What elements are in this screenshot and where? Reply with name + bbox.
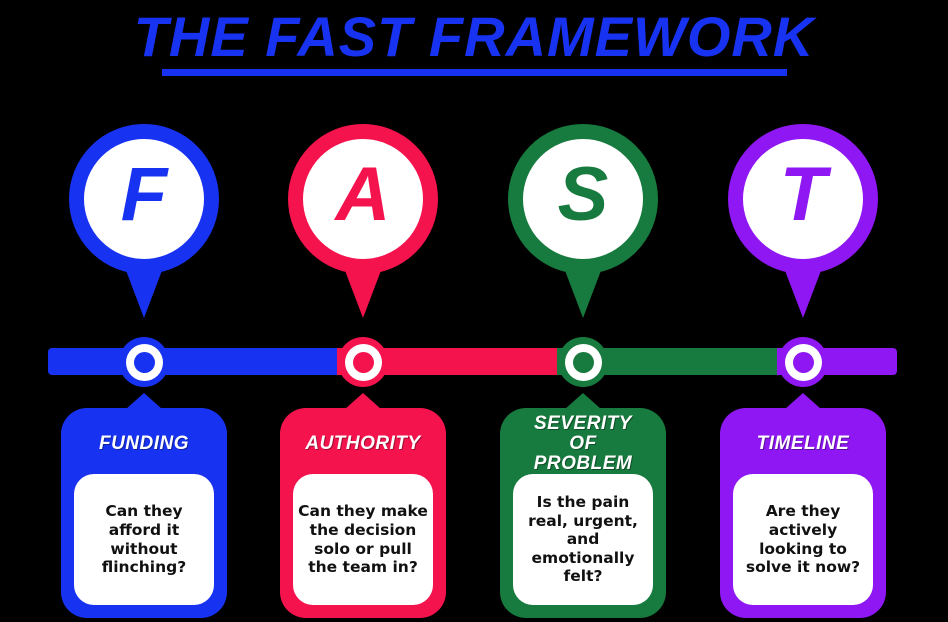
card-body-authority: Can they make the decision solo or pull … — [293, 474, 433, 605]
timeline-node-timeline — [778, 337, 828, 387]
column-severity: S SEVERITY OF PROBLEM Is the pain real, … — [500, 0, 666, 622]
timeline-node-funding — [119, 337, 169, 387]
bubble-tail-icon — [561, 260, 605, 318]
node-ring — [344, 343, 382, 381]
letter-bubble-severity: S — [508, 124, 658, 274]
card-body-severity: Is the pain real, urgent, and emotionall… — [513, 474, 653, 605]
title-underline — [161, 68, 787, 76]
card-body-timeline: Are they actively looking to solve it no… — [733, 474, 873, 605]
node-ring — [784, 343, 822, 381]
card-question-authority: Can they make the decision solo or pull … — [298, 502, 428, 577]
card-label-authority: AUTHORITY — [305, 433, 421, 455]
card-severity: SEVERITY OF PROBLEM Is the pain real, ur… — [500, 408, 666, 618]
card-question-funding: Can they afford it without flinching? — [101, 502, 187, 577]
letter-bubble-authority: A — [288, 124, 438, 274]
bubble-letter-t: T — [779, 152, 827, 237]
bubble-tail-icon — [781, 260, 825, 318]
card-pointer-icon — [785, 393, 821, 409]
bubble-letter-f: F — [120, 152, 168, 237]
card-authority: AUTHORITY Can they make the decision sol… — [280, 408, 446, 618]
column-funding: F FUNDING Can they afford it without fli… — [61, 0, 227, 622]
card-label-timeline: TIMELINE — [756, 433, 850, 455]
timeline-node-authority — [338, 337, 388, 387]
card-timeline: TIMELINE Are they actively looking to so… — [720, 408, 886, 618]
column-authority: A AUTHORITY Can they make the decision s… — [280, 0, 446, 622]
letter-bubble-timeline: T — [728, 124, 878, 274]
title-block: THE FAST FRAMEWORK — [0, 5, 948, 76]
node-ring — [564, 343, 602, 381]
card-pointer-icon — [126, 393, 162, 409]
timeline-segment-funding — [48, 348, 337, 375]
page-title: THE FAST FRAMEWORK — [133, 5, 815, 68]
node-core — [792, 351, 814, 373]
bubble-tail-icon — [341, 260, 385, 318]
card-pointer-icon — [345, 393, 381, 409]
card-funding: FUNDING Can they afford it without flinc… — [61, 408, 227, 618]
bubble-tail-icon — [122, 260, 166, 318]
card-label-severity: SEVERITY OF PROBLEM — [533, 413, 633, 474]
column-timeline: T TIMELINE Are they actively looking to … — [720, 0, 886, 622]
node-core — [133, 351, 155, 373]
node-core — [572, 351, 594, 373]
card-body-funding: Can they afford it without flinching? — [74, 474, 214, 605]
card-pointer-icon — [565, 393, 601, 409]
card-label-funding: FUNDING — [98, 433, 190, 455]
card-question-severity: Is the pain real, urgent, and emotionall… — [528, 493, 638, 586]
node-ring — [125, 343, 163, 381]
node-core — [352, 351, 374, 373]
bubble-letter-a: A — [335, 152, 391, 237]
letter-bubble-funding: F — [69, 124, 219, 274]
timeline-node-severity — [558, 337, 608, 387]
bubble-letter-s: S — [557, 152, 609, 237]
card-question-timeline: Are they actively looking to solve it no… — [745, 502, 861, 577]
